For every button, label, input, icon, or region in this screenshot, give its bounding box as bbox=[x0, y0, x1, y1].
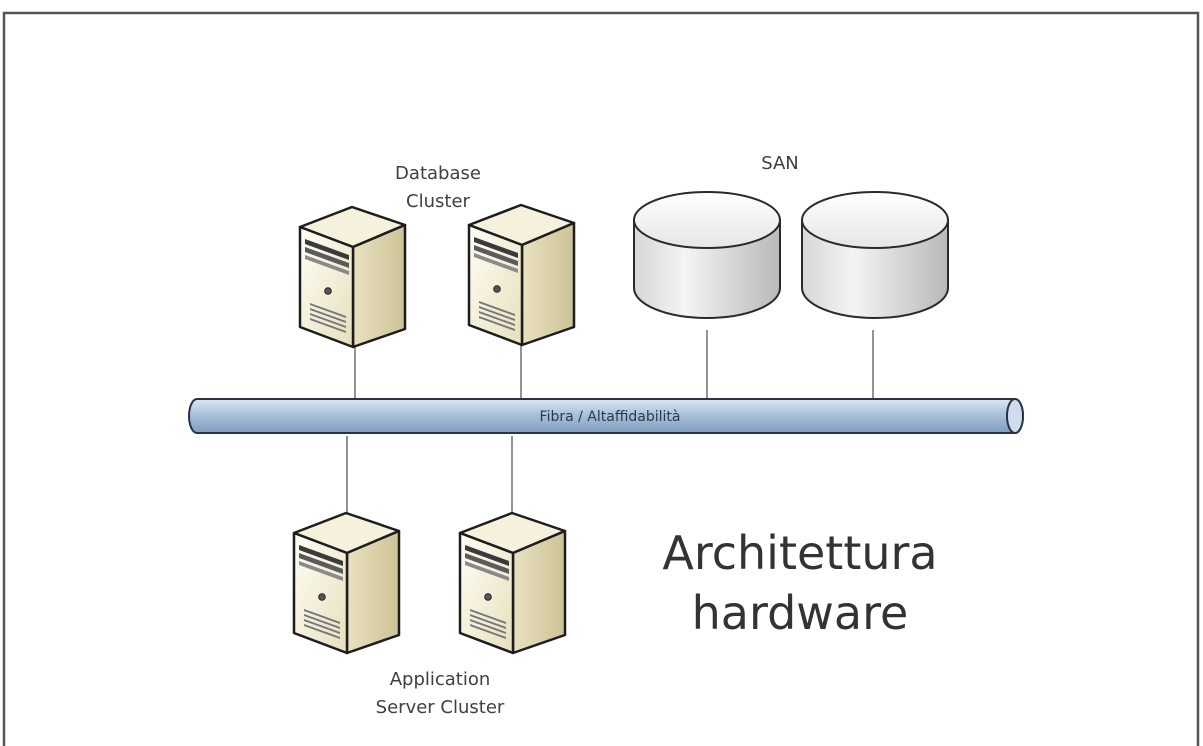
storage-disk-icon bbox=[633, 191, 781, 319]
diagram-frame bbox=[2, 11, 1200, 746]
server-tower-icon bbox=[467, 203, 576, 347]
database-cluster-label: Database Cluster bbox=[363, 160, 513, 216]
san-label: SAN bbox=[761, 153, 799, 174]
diagram-title: Architettura hardware bbox=[610, 523, 990, 643]
server-tower-icon bbox=[458, 511, 567, 655]
diagram-title-line2: hardware bbox=[691, 586, 909, 640]
application-server-cluster-label: Application Server Cluster bbox=[350, 666, 530, 722]
bus-label: Fibra / Altaffidabilità bbox=[539, 409, 681, 425]
database-cluster-label-line1: Database bbox=[395, 163, 481, 184]
database-cluster-label-line2: Cluster bbox=[406, 191, 470, 212]
fibre-bus bbox=[188, 398, 1024, 434]
server-tower-icon bbox=[292, 511, 401, 655]
application-server-cluster-label-line2: Server Cluster bbox=[375, 697, 505, 718]
bus-pipe-end bbox=[1006, 398, 1024, 434]
storage-disk-icon bbox=[801, 191, 949, 319]
diagram-title-line1: Architettura bbox=[662, 526, 938, 580]
server-tower-icon bbox=[298, 205, 407, 349]
application-server-cluster-label-line1: Application bbox=[389, 669, 491, 690]
